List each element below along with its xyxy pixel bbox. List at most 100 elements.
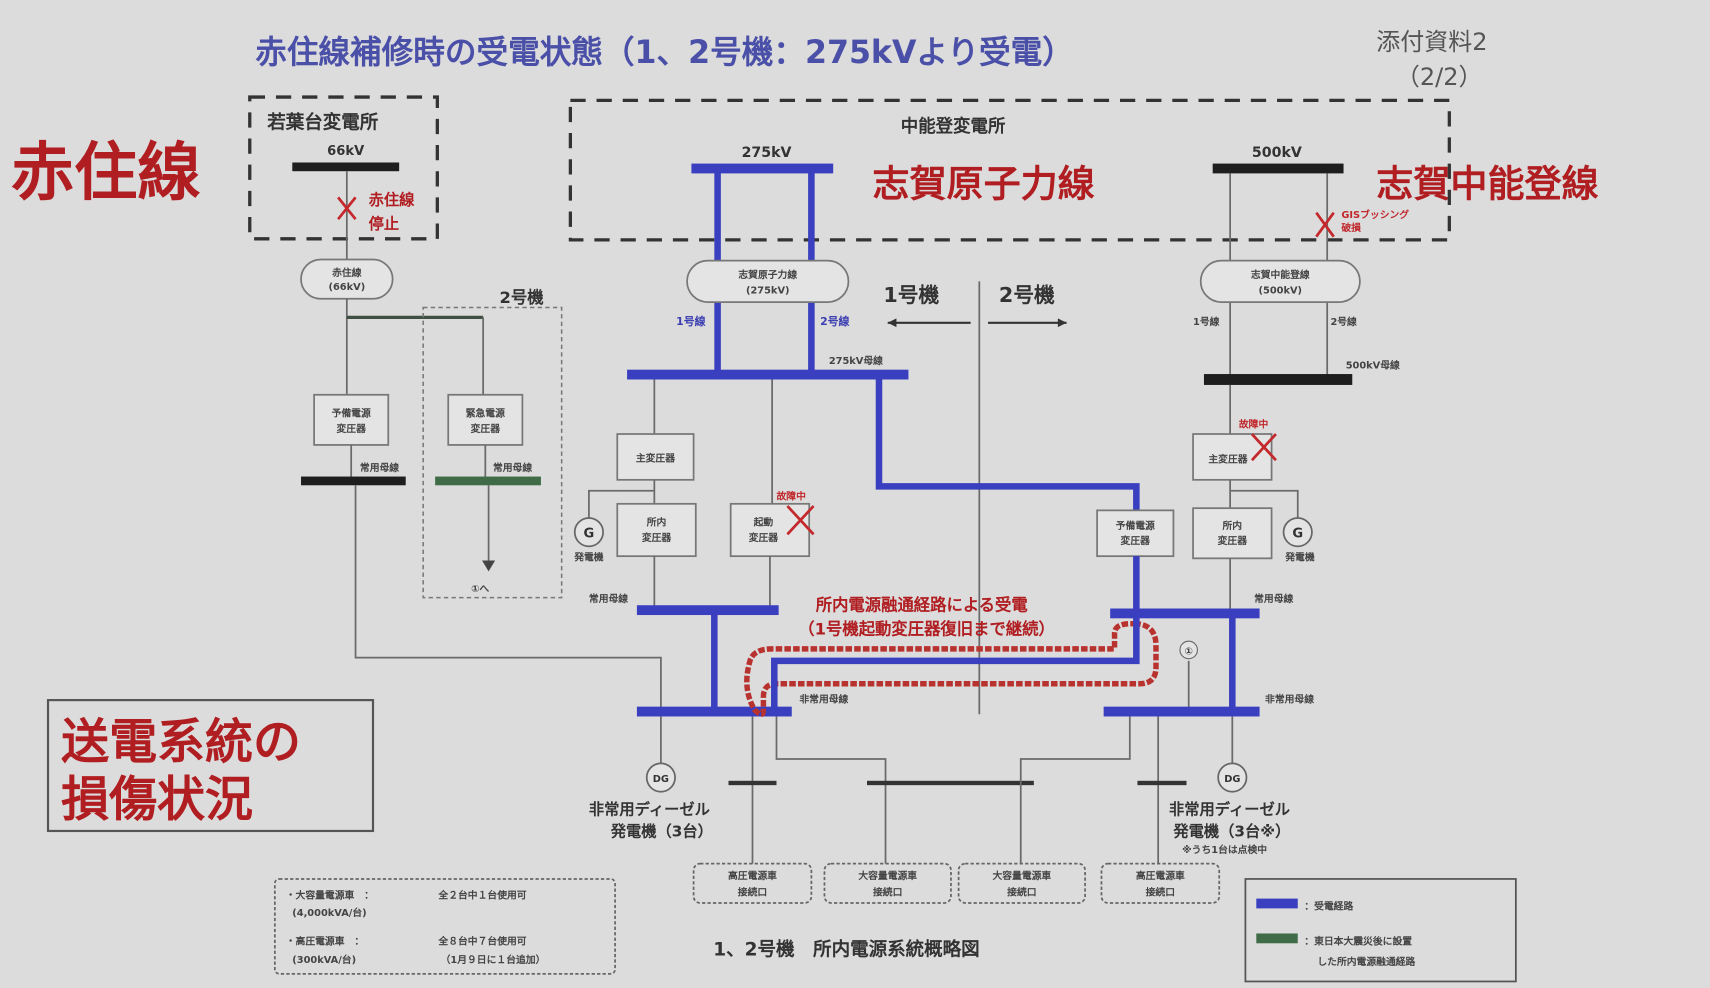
svg-text:接続口: 接続口: [1146, 885, 1175, 898]
generator-icon: [573, 517, 604, 548]
oval-label: (275kV): [746, 285, 790, 296]
page-title: 赤住線補修時の受電状態（1、2号機：275kVより受電）: [255, 35, 1074, 71]
gis-note-2: 破損: [1341, 221, 1361, 234]
unit2-arrow-icon: [988, 318, 1067, 328]
large-car-spec: (4,000kVA/台): [292, 906, 366, 919]
bus-275kv-nakanoto: [691, 163, 834, 174]
hv-car-status: 全８台中７台使用可: [437, 934, 526, 947]
akazumi-stop-text-2: 停止: [369, 215, 400, 233]
akazumi-normal-bus: [301, 476, 406, 486]
hv-car-name: ・高圧電源車 ：: [286, 934, 364, 947]
box-label: 所内: [647, 516, 667, 529]
diesel-count: 発電機（3台）: [610, 822, 713, 840]
generator-label: 発電機: [573, 551, 604, 564]
attachment-label: 添付資料2: [1376, 28, 1487, 56]
generator-symbol: G: [1292, 527, 1303, 542]
normal-bus-label: 常用母線: [360, 461, 399, 474]
box-label: 変圧器: [1218, 534, 1248, 547]
svg-text:大容量電源車: 大容量電源車: [992, 869, 1051, 882]
akazumi-line-label: 赤住線: [11, 135, 201, 209]
legend-green-label-2: した所内電源融通経路: [1317, 955, 1415, 968]
bus-500kv-label: 500kV母線: [1346, 359, 1400, 372]
generator-icon: [1282, 517, 1313, 548]
unit2-emergency-bus: [1103, 706, 1260, 717]
unit1-arrow-icon: [887, 318, 971, 328]
dg-symbol: DG: [1224, 774, 1240, 785]
breaker-bar: [1137, 780, 1187, 786]
unit1-ref-symbol: ①: [1185, 646, 1193, 657]
nakanoto-substation-box: [568, 98, 1451, 242]
hv-car-note: （1月９日に１台追加）: [441, 953, 546, 966]
bus-500kv: [1203, 374, 1353, 385]
damage-label-line1: 送電系統の: [61, 714, 301, 770]
box-label: 予備電源: [332, 407, 371, 420]
box-label: 主変圧器: [636, 451, 675, 464]
svg-text:高圧電源車: 高圧電源車: [728, 869, 777, 882]
dg-symbol: DG: [653, 774, 669, 785]
box-label: 変圧器: [642, 531, 672, 544]
reserve-transformer-box: [313, 393, 390, 446]
failure-status: 故障中: [1239, 417, 1269, 430]
wakabadai-substation-box: [248, 95, 439, 241]
arrow-down-icon: [482, 560, 496, 572]
diagram-caption: 1、2号機 所内電源系統概略図: [713, 938, 979, 960]
nakanoto-name: 中能登変電所: [901, 116, 1006, 137]
line-no1-label: 1号線: [676, 314, 705, 328]
connector-box: 高圧電源車 接続口: [692, 862, 813, 904]
shika-genshiryoku-line-label: 志賀原子力線: [872, 162, 1094, 205]
power-car-info-box: [273, 878, 616, 975]
box-label: 所内: [1223, 519, 1243, 532]
shika-nakanoto-line-label: 志賀中能登線: [1376, 162, 1598, 205]
failure-x-icon: [1250, 433, 1277, 462]
oval-label: 志賀中能登線: [1251, 268, 1310, 281]
box-label: 予備電源: [1116, 519, 1155, 532]
bus-66kv: [292, 162, 400, 172]
normal-bus-label: 常用母線: [1254, 592, 1293, 605]
line-no2-label: 2号線: [820, 314, 849, 328]
box-label: 変圧器: [749, 531, 779, 544]
box-label: 変圧器: [471, 422, 501, 435]
voltage-500kv: 500kV: [1252, 145, 1302, 161]
genshiryoku-line-oval: [686, 259, 850, 303]
bus-275kv-label: 275kV母線: [829, 354, 883, 367]
gis-note: GISブッシング: [1341, 208, 1409, 221]
unit2-normal-bus: [1110, 608, 1260, 619]
box-label: 変圧器: [336, 422, 366, 435]
diesel-note: ※うち1台は点検中: [1182, 843, 1267, 856]
svg-text:接続口: 接続口: [738, 885, 767, 898]
emergency-reserve-transformer-box: [447, 393, 524, 446]
svg-text:接続口: 接続口: [873, 885, 902, 898]
diesel-label: 非常用ディーゼル: [1169, 801, 1290, 819]
box-label: 主変圧器: [1208, 452, 1247, 465]
breaker-bar: [728, 780, 777, 786]
unit2-dashed-box: [422, 306, 563, 599]
failure-status: 故障中: [776, 489, 806, 502]
unit1-startup-transformer: [729, 502, 811, 558]
box-label: 起動: [753, 516, 774, 529]
unit1-ref-icon: [1179, 640, 1198, 660]
normal-bus-label: 常用母線: [589, 592, 628, 605]
nakanoto-line-oval: [1199, 259, 1361, 303]
to-unit1-label: ①へ: [471, 584, 489, 595]
emergency-bus-label: 非常用母線: [1265, 692, 1314, 705]
box-label: 緊急電源: [466, 407, 505, 420]
line-no1-label: 1号線: [1193, 315, 1220, 328]
diesel-generator-icon: [645, 762, 676, 793]
generator-label: 発電機: [1284, 551, 1315, 564]
legend-box: [1244, 878, 1517, 983]
connector-box: 大容量電源車 接続口: [957, 862, 1086, 904]
interchange-path: [771, 617, 1140, 712]
line-no2-label: 2号線: [1330, 315, 1357, 328]
unit1-house-transformer: [616, 502, 697, 558]
bus-500kv-nakanoto: [1212, 163, 1344, 174]
legend-blue-swatch: [1256, 898, 1298, 909]
wakabadai-voltage: 66kV: [327, 144, 365, 159]
large-car-name: ・大容量電源車 ：: [286, 889, 374, 902]
generator-symbol: G: [584, 527, 595, 542]
voltage-275kv: 275kV: [742, 145, 792, 161]
attachment-page: （2/2）: [1396, 63, 1483, 91]
interchange-note: （1号機起動変圧器復旧まで継続）: [798, 620, 1055, 639]
interchange-highlight: [744, 620, 1159, 717]
stop-x-icon: [337, 196, 357, 221]
